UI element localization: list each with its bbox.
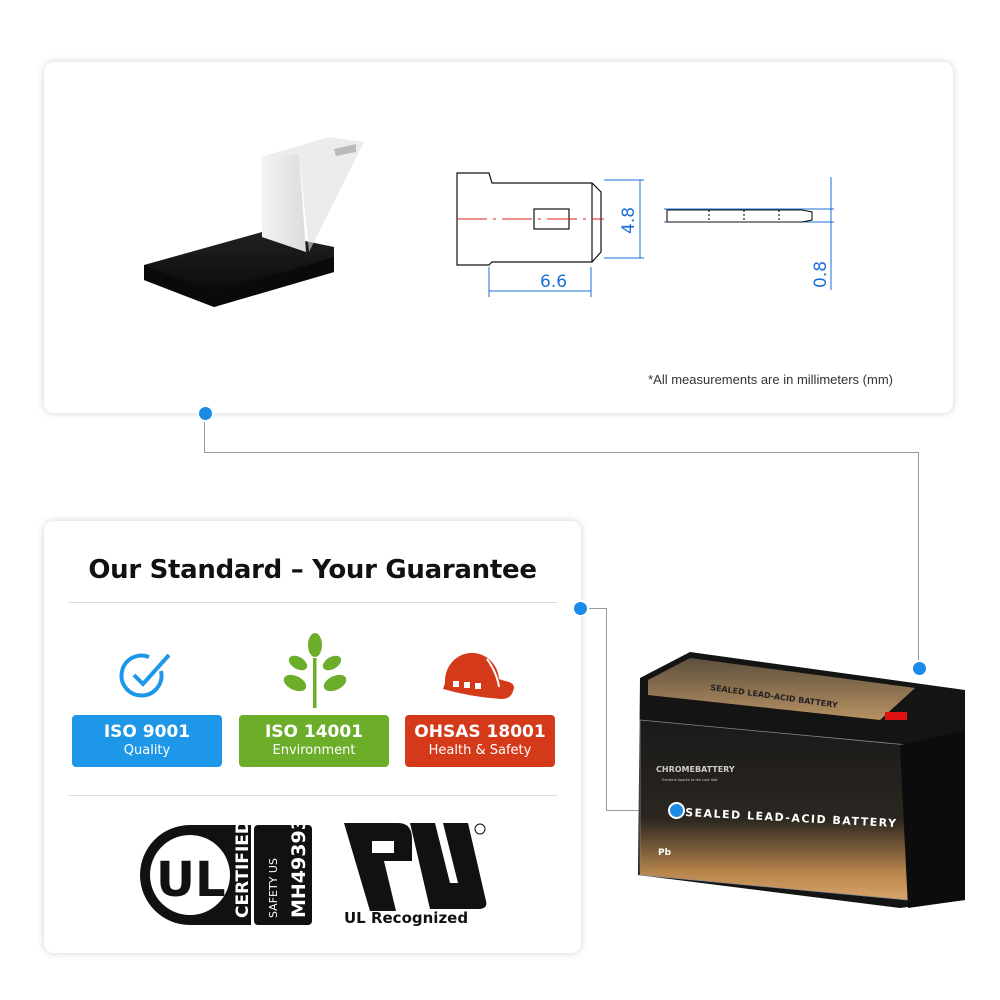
- ul-certified-logo: UL CERTIFIED SAFETY US MH49393: [140, 821, 312, 925]
- connector-line: [606, 608, 607, 810]
- badge-label: Environment: [272, 743, 356, 758]
- battery-brand: CHROMEBATTERY: [656, 765, 735, 774]
- divider: [68, 602, 557, 603]
- safety-us-text: SAFETY US: [267, 858, 280, 918]
- badge-label: Quality: [123, 743, 171, 758]
- badge-ohsas-18001: OHSAS 18001 Health & Safety: [405, 715, 555, 767]
- callout-dot: [911, 660, 928, 677]
- callout-dot: [668, 802, 685, 819]
- connector-line: [918, 452, 919, 668]
- plant-icon: [283, 633, 347, 708]
- connector-line: [204, 452, 919, 453]
- connector-line: [580, 608, 606, 609]
- standards-title: Our Standard – Your Guarantee: [88, 555, 537, 585]
- terminal-tab: [261, 154, 306, 252]
- callout-dot: [572, 600, 589, 617]
- ul-recognized-logo: [344, 823, 487, 911]
- terminal-illustration: 6.6 4.8 0.8: [144, 137, 834, 307]
- badge-iso-9001: ISO 9001 Quality: [72, 715, 222, 767]
- badge-code: ISO 9001: [103, 722, 191, 742]
- ul-mark: UL: [156, 852, 226, 908]
- battery-tagline: Extreme Sparks to the Last Volt: [662, 778, 718, 782]
- divider: [68, 795, 557, 796]
- height-dimension: 4.8: [619, 207, 639, 234]
- certified-text: CERTIFIED: [233, 821, 253, 918]
- width-dimension: 6.6: [540, 272, 567, 292]
- check-circle-icon: [119, 653, 171, 698]
- battery-pb: Pb: [658, 848, 672, 858]
- connector-line: [204, 413, 205, 453]
- terminal-side-view: [666, 209, 813, 223]
- measurement-note: *All measurements are in millimeters (mm…: [648, 372, 893, 387]
- callout-dot: [197, 405, 214, 422]
- badge-code: OHSAS 18001: [414, 722, 546, 742]
- thickness-dimension: 0.8: [811, 261, 831, 288]
- ul-file-number: MH49393: [288, 821, 310, 918]
- ul-recognized-label: UL Recognized: [344, 909, 469, 927]
- hard-hat-icon: [443, 652, 514, 699]
- standards-panel: Our Standard – Your Guarantee ISO 9001 Q…: [44, 521, 581, 953]
- terminal-dimensions-panel: 6.6 4.8 0.8 *All measurements are in mil…: [44, 62, 953, 413]
- battery-image: SEALED LEAD-ACID BATTERY CHROMEBATTERY E…: [638, 652, 965, 908]
- badge-iso-14001: ISO 14001 Environment: [239, 715, 389, 767]
- badge-code: ISO 14001: [264, 722, 364, 742]
- badge-label: Health & Safety: [428, 743, 532, 758]
